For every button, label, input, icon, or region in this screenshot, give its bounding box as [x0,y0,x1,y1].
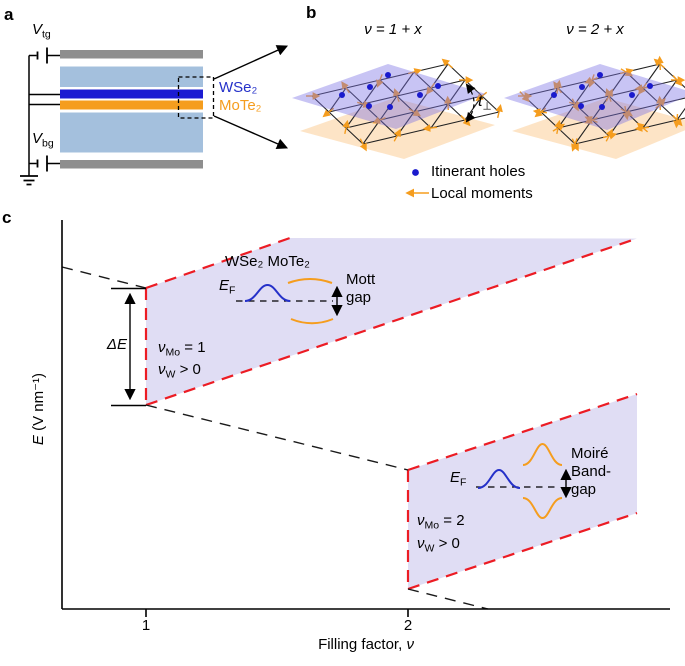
t-symbol: t [478,93,483,110]
interlayer-coupling-arrow [465,83,476,123]
zoom-region-dashed-box [177,76,215,119]
nu-symbol: ν [158,339,166,356]
e-units: (V nm⁻¹) [30,372,47,436]
axes [61,220,670,610]
vbg-symbol: V [32,130,43,147]
value: > 0 [175,361,201,378]
wse2-layer [60,89,203,99]
interlayer-coupling-label: t⊥ [478,93,492,113]
moire-lower-band-curve [522,497,563,520]
mott-gap-label-1: Mott [346,271,376,288]
triangular-lattice [518,55,685,152]
mott-gap-label-2: gap [346,289,372,306]
x-axis-label: Filling factor, ν [318,636,414,654]
local-moment-plane [512,98,685,159]
mote2-upper-band-curve [287,278,333,284]
vtg-subscript: tg [42,28,51,41]
mote2-lower-band-curve [290,318,334,325]
panel-c-label: c [2,208,12,227]
top-battery-icon [36,47,48,64]
w-subscript: W [165,368,176,381]
nu-symbol: ν [417,512,425,529]
value: = 1 [180,339,206,356]
ground-icon [20,175,38,186]
lower-region-filling-2: νW > 0 [417,535,460,555]
x-axis-text: Filling factor, [318,636,407,653]
mo-subscript: Mo [165,346,181,359]
circuit-wires [28,54,60,176]
bottom-battery-icon [36,155,48,172]
lower-region-filling-1: νMo = 2 [417,512,465,532]
w-subscript: W [424,542,435,555]
lower-phase-boundary [406,392,638,591]
f-subscript: F [460,476,467,489]
upper-region-filling-2: νW > 0 [158,361,201,381]
wse2-band-curve [244,283,291,302]
legend-local-moments: Local moments [431,185,533,202]
triangular-lattice [306,58,503,152]
fermi-level-label: EF [219,277,235,297]
bottom-hbn-slab [60,112,203,153]
x-tick-label-1: 1 [141,617,151,634]
vbg-subscript: bg [42,137,54,150]
e-symbol: E [30,435,47,446]
local-moment-plane [300,98,495,159]
inset-material-labels: WSe₂ MoTe₂ [225,253,310,270]
fermi-level-label: EF [450,469,466,489]
y-axis-label: E (V nm⁻¹) [29,309,47,509]
f-subscript: F [229,284,236,297]
mote2-layer [60,100,203,110]
wse2-band-curve [477,468,521,489]
perp-subscript: ⊥ [482,100,492,113]
value: > 0 [434,535,460,552]
itinerant-hole-dots [551,72,653,110]
top-hbn-slab [60,66,203,87]
lower-phase-region-fill [408,394,637,589]
itinerant-hole-dots [339,72,441,110]
bottom-gate-voltage-label: Vbg [32,130,54,150]
moire-gap-label-1: Moiré [571,445,609,462]
itinerant-hole-plane [292,64,486,129]
x-tick-label-2: 2 [403,617,413,634]
top-gate-voltage-label: Vtg [32,21,51,41]
mote2-layer-label: MoTe₂ [219,97,262,114]
wse2-layer-label: WSe₂ [219,79,258,96]
panel-a-label: a [4,5,14,24]
top-gate-bar [60,50,203,59]
delta-e-label: ΔE [106,336,127,353]
zoom-arrow-bottom [213,115,289,150]
nu-symbol: ν [406,636,414,653]
lattice-diagram-nu2 [504,55,685,159]
legend-hole-dot-icon [412,169,419,176]
device-schematic [20,45,289,186]
phase-diagram [61,220,670,617]
transition-dashed-lines [61,266,489,610]
moire-gap-label-3: gap [571,481,597,498]
itinerant-hole-plane [504,64,685,130]
delta-e-extent-lines [111,287,146,407]
bottom-gate-bar [60,160,203,169]
filling-title-nu1: ν = 1 + x [364,21,422,38]
value: = 2 [439,512,465,529]
moire-upper-band-curve [522,442,563,466]
filling-title-nu2: ν = 2 + x [566,21,624,38]
lattice-diagram-nu1 [292,58,503,159]
e-symbol: E [450,469,461,486]
upper-region-filling-1: νMo = 1 [158,339,206,359]
vtg-symbol: V [32,21,43,38]
panel-b-label: b [306,3,317,22]
nu-symbol: ν [417,535,425,552]
e-symbol: E [219,277,230,294]
x-axis-ticks [145,609,409,617]
moire-gap-label-2: Band- [571,463,612,480]
upper-phase-boundary [144,236,638,407]
nu-symbol: ν [158,361,166,378]
zoom-arrow-top [213,45,289,80]
legend-itinerant-holes: Itinerant holes [431,163,526,180]
mo-subscript: Mo [424,519,440,532]
